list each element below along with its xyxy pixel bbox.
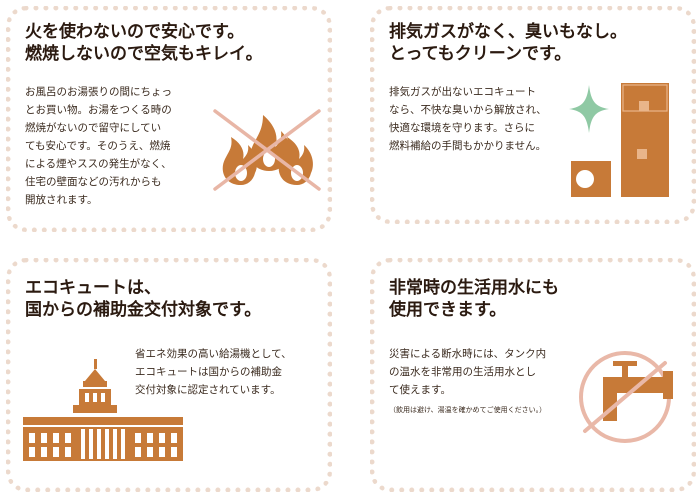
card-body-line: 開放されます。 bbox=[25, 194, 98, 206]
card-body: お風呂のお湯張りの間にちょっ とお買い物。お湯をつくる時の 燃焼がないので留守に… bbox=[25, 83, 215, 209]
card-body: 省エネ効果の高い給湯機として、 エコキュートは国からの補助金 交付対象に認定され… bbox=[135, 345, 335, 399]
card-title-line: 国からの補助金交付対象です。 bbox=[25, 300, 262, 320]
sparkle-icon bbox=[569, 85, 609, 133]
card-title-line: エコキュートは、 bbox=[25, 278, 161, 298]
card-body-line: お風呂のお湯張りの間にちょっ bbox=[25, 86, 172, 98]
diet-building-icon bbox=[23, 359, 183, 461]
card-title: 火を使わないので安心です。 燃焼しないので空気もキレイ。 bbox=[25, 21, 263, 65]
card-body-line: 省エネ効果の高い給湯機として、 bbox=[135, 348, 292, 360]
card-title: エコキュートは、 国からの補助金交付対象です。 bbox=[25, 277, 261, 321]
card-title-line: 火を使わないので安心です。 bbox=[25, 22, 245, 42]
card-title-line: 使用できます。 bbox=[389, 300, 507, 320]
card-body-line: 燃焼がないので留守にしてい bbox=[25, 122, 162, 134]
faucet-icon bbox=[579, 351, 673, 443]
card-body-line: 住宅の壁面などの汚れからも bbox=[25, 176, 162, 188]
card-title-line: 非常時の生活用水にも bbox=[389, 278, 559, 298]
no-flame-icon bbox=[213, 109, 321, 191]
card-body-line: とお買い物。お湯をつくる時の bbox=[25, 104, 172, 116]
feature-card-no-exhaust: 排気ガスがなく、臭いもなし。 とってもクリーンです。 排気ガスが出ないエコキュー… bbox=[370, 6, 696, 224]
card-body-line: 燃料補給の手間もかかりません。 bbox=[389, 140, 547, 152]
card-body-line: 災害による断水時には、タンク内 bbox=[389, 348, 547, 360]
card-body: 災害による断水時には、タンク内 の温水を非常用の生活用水とし て使えます。 bbox=[389, 345, 589, 399]
card-title-line: とってもクリーンです。 bbox=[389, 44, 572, 64]
eco-cute-unit-icon bbox=[569, 83, 669, 197]
card-body-line: 交付対象に認定されています。 bbox=[135, 384, 281, 396]
card-body-line: エコキュートは国からの補助金 bbox=[135, 366, 282, 378]
feature-card-no-fire: 火を使わないので安心です。 燃焼しないので空気もキレイ。 お風呂のお湯張りの間に… bbox=[6, 6, 332, 232]
card-body-line: 快適な環境を守ります。さらに bbox=[389, 122, 535, 134]
card-body-line: の温水を非常用の生活用水とし bbox=[389, 366, 536, 378]
feature-card-emergency-water: 非常時の生活用水にも 使用できます。 災害による断水時には、タンク内 の温水を非… bbox=[370, 258, 696, 492]
card-title: 非常時の生活用水にも 使用できます。 bbox=[389, 277, 559, 321]
card-body-line: による煙やススの発生がなく、 bbox=[25, 158, 172, 170]
card-body-line: て使えます。 bbox=[389, 384, 451, 396]
card-body-line: ても安心です。そのうえ、燃焼 bbox=[25, 140, 171, 152]
card-body: 排気ガスが出ないエコキュート なら、不快な臭いから解放され、 快適な環境を守りま… bbox=[389, 83, 579, 155]
feature-card-subsidy: エコキュートは、 国からの補助金交付対象です。 省エネ効果の高い給湯機として、 … bbox=[6, 258, 332, 492]
card-title-line: 燃焼しないので空気もキレイ。 bbox=[25, 44, 263, 64]
card-title-line: 排気ガスがなく、臭いもなし。 bbox=[389, 22, 627, 42]
card-title: 排気ガスがなく、臭いもなし。 とってもクリーンです。 bbox=[389, 21, 627, 65]
card-body-line: なら、不快な臭いから解放され、 bbox=[389, 104, 547, 116]
card-body-line: 排気ガスが出ないエコキュート bbox=[389, 86, 536, 98]
usage-note: （飲用は避け、湯温を確かめてご使用ください。） bbox=[389, 406, 547, 414]
